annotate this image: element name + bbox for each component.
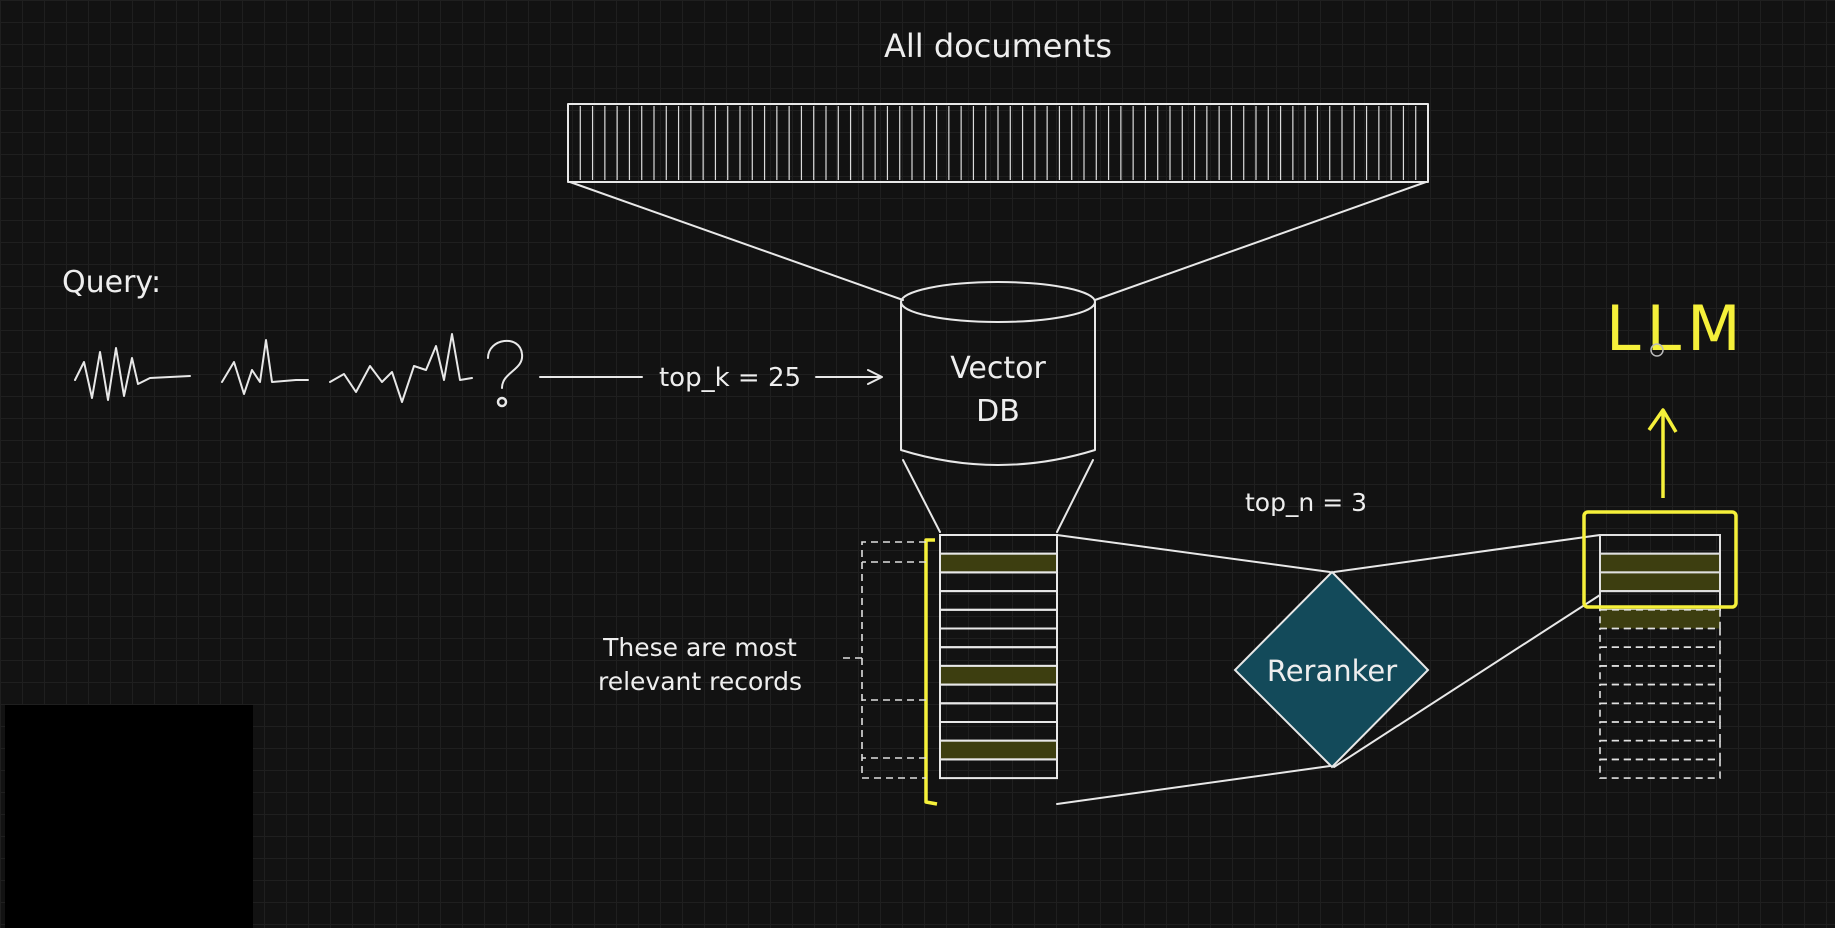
all-documents-strip (567, 103, 1429, 183)
reranked-record (1599, 683, 1721, 705)
retrieved-record-relevant (939, 664, 1058, 686)
funnel-line-left (569, 181, 904, 301)
reranker-output-line-bottom (1333, 594, 1601, 768)
reranker-diamond (1233, 570, 1430, 769)
reranker-input-line-bottom (1056, 765, 1331, 805)
retrieved-record (939, 571, 1058, 593)
reranked-record (1599, 758, 1721, 779)
reranker-output-line-top (1333, 534, 1601, 573)
reranked-record-selected (1599, 571, 1721, 593)
presenter-video-overlay (5, 705, 253, 928)
retrieved-record (939, 590, 1058, 611)
db-output-line-left (902, 459, 941, 533)
retrieved-record (939, 683, 1058, 705)
reranked-record-selected (1599, 608, 1721, 630)
retrieved-record-relevant (939, 552, 1058, 574)
reranked-record-selected (1599, 552, 1721, 574)
relevance-brackets (840, 541, 926, 779)
retrieved-record (939, 534, 1058, 555)
retrieved-record-relevant (939, 739, 1058, 761)
top-n-label: top_n = 3 (1245, 488, 1367, 517)
reranked-record (1599, 702, 1721, 723)
funnel-line-right (1094, 181, 1427, 301)
document-slices (579, 106, 1417, 180)
query-label: Query: (62, 265, 161, 300)
reranked-record (1599, 534, 1721, 555)
vector-db-label-line1: Vector (950, 351, 1046, 386)
vector-db-label-line2: DB (976, 394, 1020, 429)
retrieved-record (939, 646, 1058, 667)
reranked-record (1599, 627, 1721, 649)
cursor-icon (1650, 343, 1664, 357)
reranked-record (1599, 721, 1721, 742)
top-k-label: top_k = 25 (659, 363, 801, 393)
records-note-line2: relevant records (598, 667, 802, 696)
retrieved-record (939, 702, 1058, 723)
top-k-arrowhead (867, 369, 883, 385)
db-output-line-right (1056, 459, 1094, 533)
reranked-record (1599, 646, 1721, 667)
llm-label: LLM (1606, 292, 1747, 365)
query-scribble (74, 333, 524, 408)
reranked-records-stack (1599, 534, 1721, 779)
vector-db-cylinder (900, 281, 1096, 466)
reranker-label: Reranker (1267, 654, 1397, 688)
to-llm-arrow (1647, 408, 1678, 498)
reranked-record (1599, 739, 1721, 761)
retrieved-records-stack (939, 534, 1058, 780)
relevant-records-marker (924, 538, 938, 806)
all-documents-title: All documents (884, 27, 1112, 65)
retrieved-record (939, 758, 1058, 780)
retrieved-record (939, 608, 1058, 630)
top-n-selection-box (1582, 510, 1738, 609)
reranker-input-line-top (1056, 534, 1331, 573)
retrieved-record (939, 627, 1058, 649)
retrieved-record (939, 721, 1058, 742)
reranked-record (1599, 665, 1721, 686)
records-note-line1: These are most (602, 633, 797, 662)
